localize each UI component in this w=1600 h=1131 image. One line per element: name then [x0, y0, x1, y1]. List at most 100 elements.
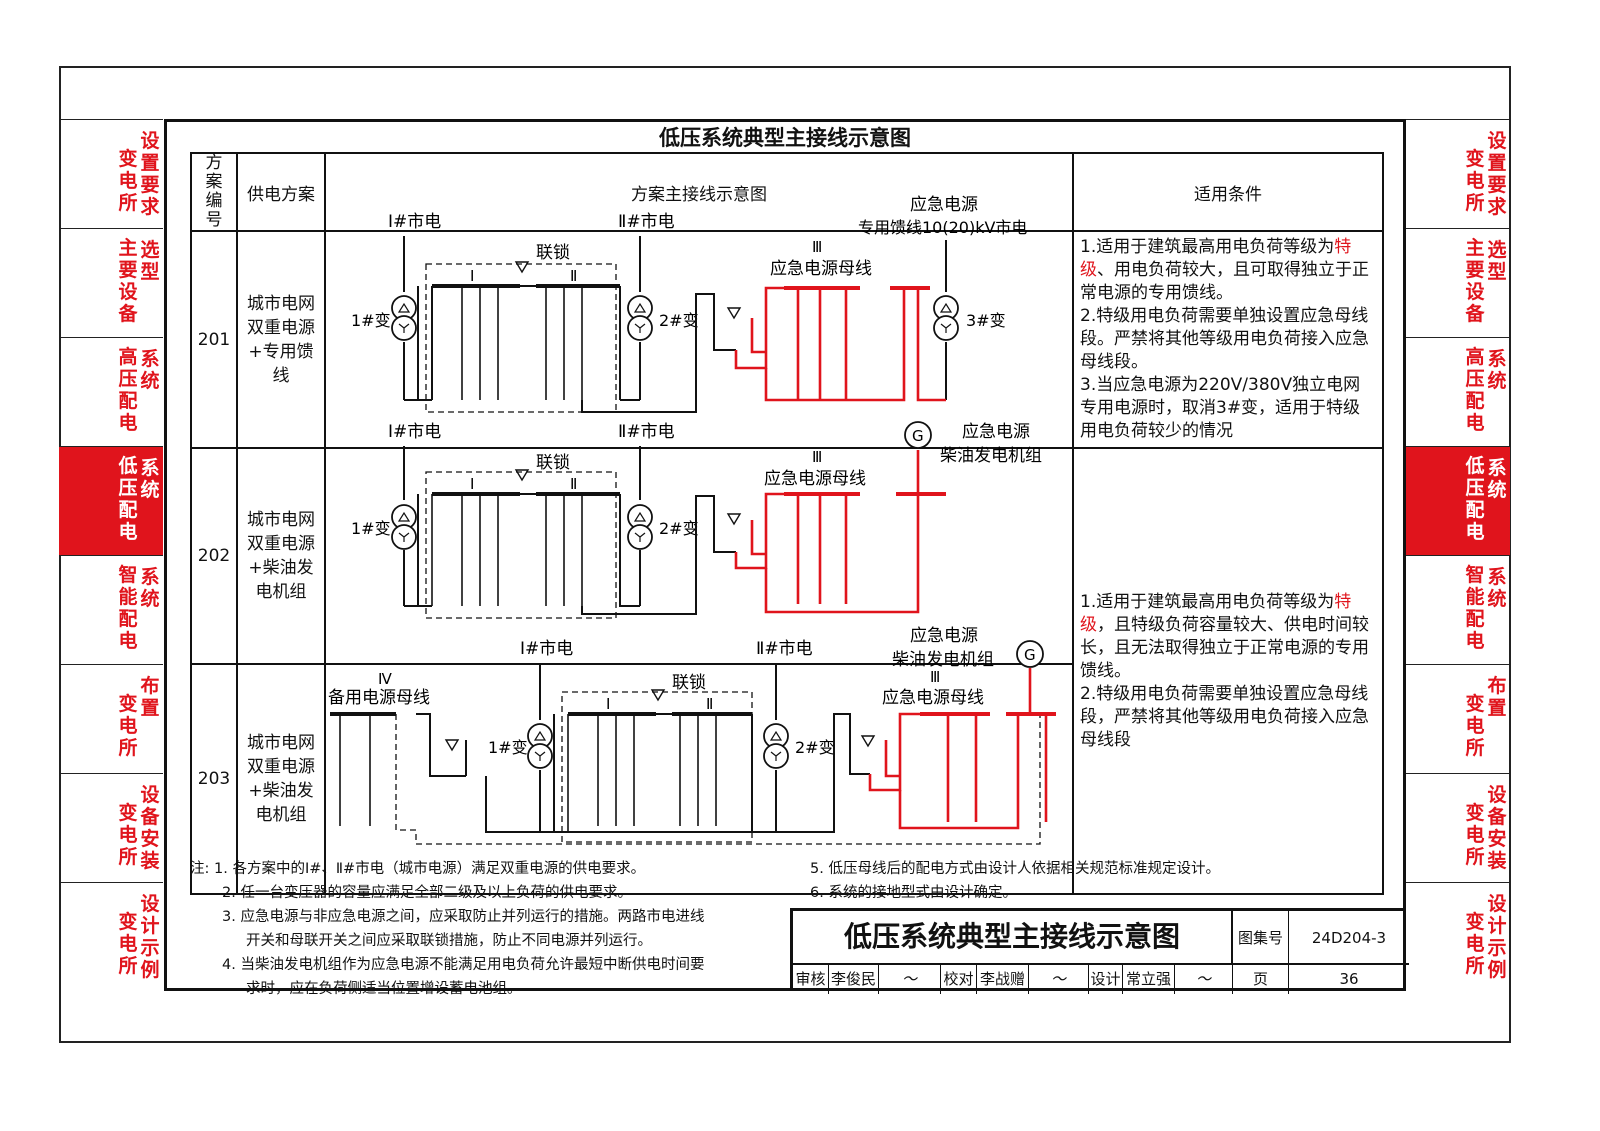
label-t2: 2#变: [659, 519, 699, 538]
transformer-icon: [391, 504, 417, 550]
label-city1: Ⅰ#市电: [388, 422, 441, 442]
side-tab[interactable]: 变电所设备安装: [1406, 773, 1510, 882]
side-tab-label: 设计示例: [1487, 893, 1507, 981]
side-tab[interactable]: 智能配电系统: [59, 555, 163, 664]
side-tab-label: 布置: [140, 675, 160, 719]
side-tab-label: 变电所: [118, 693, 138, 759]
label-gen: G: [912, 427, 924, 445]
label-bus1: Ⅰ: [470, 475, 474, 493]
review-label: 审核: [793, 965, 829, 994]
side-tab-label: 智能配电: [1465, 564, 1485, 652]
side-tab[interactable]: 低压配电系统: [1406, 446, 1510, 555]
side-tab[interactable]: 变电所设置要求: [1406, 119, 1510, 228]
transformer-icon: [627, 295, 653, 341]
label-emg-bus: 应急电源母线: [882, 688, 984, 708]
side-tab-label: 选型: [1487, 239, 1507, 283]
check-label: 校对: [941, 965, 977, 994]
side-tab-label: 设备安装: [1487, 784, 1507, 872]
side-tab[interactable]: 高压配电系统: [59, 337, 163, 446]
side-tab-label: 设置要求: [140, 130, 160, 218]
label-emg-bus: 应急电源母线: [770, 259, 872, 279]
side-tab[interactable]: 低压配电系统: [59, 446, 163, 555]
side-tab-label: 设计示例: [140, 893, 160, 981]
designer-signature: ～: [1175, 965, 1233, 994]
side-tab-label: 系统: [140, 457, 160, 501]
label-bus3: Ⅲ: [930, 668, 940, 686]
generator-icon: [1016, 640, 1044, 668]
label-bus2: Ⅱ: [570, 267, 577, 285]
page-label: 页: [1233, 965, 1289, 994]
label-t1: 1#变: [351, 519, 391, 538]
side-tab-label: 主要设备: [118, 237, 138, 325]
label-diesel: 柴油发电机组: [892, 650, 994, 670]
side-tab[interactable]: 主要设备选型: [1406, 228, 1510, 337]
label-emg-bus: 应急电源母线: [764, 469, 866, 489]
header-diagram: 方案主接线示意图: [324, 152, 1074, 232]
side-tab-label: 变电所: [1465, 148, 1485, 214]
page-number: 36: [1339, 970, 1359, 988]
side-tab-label: 变电所: [1465, 802, 1485, 868]
side-tab[interactable]: 智能配电系统: [1406, 555, 1510, 664]
row-supply: 城市电网双重电源+柴油发电机组: [236, 447, 326, 665]
transformer-icon: [527, 723, 553, 769]
transformer-icon: [627, 504, 653, 550]
label-bus2: Ⅱ: [706, 695, 713, 713]
side-tab[interactable]: 变电所设备安装: [59, 773, 163, 882]
side-tab-label: 设备安装: [140, 784, 160, 872]
header-conditions: 适用条件: [1072, 152, 1384, 232]
reviewer-name: 李俊民: [829, 965, 879, 994]
drawing-frame: [164, 119, 1406, 991]
label-bus1: Ⅰ: [606, 695, 610, 713]
page-title: 低压系统典型主接线示意图: [659, 126, 911, 150]
side-tab-label: 变电所: [118, 802, 138, 868]
label-interlock: 联锁: [672, 673, 706, 693]
label-t1: 1#变: [488, 738, 528, 757]
label-city2: Ⅱ#市电: [618, 422, 675, 442]
row-supply: 城市电网双重电源+专用馈线: [236, 230, 326, 449]
side-tab-label: 智能配电: [118, 564, 138, 652]
side-tab-label: 变电所: [1465, 693, 1485, 759]
side-tab-label: 设置要求: [1487, 130, 1507, 218]
header-supply: 供电方案: [236, 152, 326, 232]
notes-left: 注: 1. 各方案中的Ⅰ#、Ⅱ#市电（城市电源）满足双重电源的供电要求。 2. …: [190, 861, 705, 997]
side-tab[interactable]: 高压配电系统: [1406, 337, 1510, 446]
notes-right: 5. 低压母线后的配电方式由设计人依据相关规范标准规定设计。 6. 系统的接地型…: [810, 861, 1220, 901]
side-tab-label: 变电所: [1465, 911, 1485, 977]
checker-signature: ～: [1029, 965, 1089, 994]
diagram-202: Ⅰ#市电 1#变 Ⅰ 联锁 Ⅱ Ⅱ#市电 2#变: [351, 421, 1042, 619]
side-tab-label: 系统: [140, 566, 160, 610]
label-interlock: 联锁: [536, 453, 570, 473]
side-tab[interactable]: 变电所布置: [1406, 664, 1510, 773]
designer-name: 常立强: [1123, 965, 1175, 994]
label-diesel: 柴油发电机组: [940, 446, 1042, 466]
label-bus3: Ⅲ: [812, 448, 822, 466]
label-bus1: Ⅰ: [470, 267, 474, 285]
design-label: 设计: [1089, 965, 1123, 994]
label-gen: G: [1024, 646, 1036, 664]
checker-name: 李战赠: [977, 965, 1029, 994]
side-tab[interactable]: 变电所布置: [59, 664, 163, 773]
label-bus4: Ⅳ: [378, 670, 392, 688]
label-city2: Ⅱ#市电: [618, 212, 675, 232]
atlas-number: 24D204-3: [1289, 911, 1409, 965]
transformer-icon: [933, 295, 959, 341]
side-tab[interactable]: 变电所设计示例: [59, 882, 163, 991]
row-number: 203: [190, 663, 238, 895]
conditions-201: 1.适用于建筑最高用电负荷等级为特级、用电负荷较大，且可取得独立于正常电源的专用…: [1072, 230, 1384, 449]
label-backup-bus: 备用电源母线: [328, 688, 430, 708]
side-tab[interactable]: 变电所设置要求: [59, 119, 163, 228]
side-tab[interactable]: 变电所设计示例: [1406, 882, 1510, 991]
atlas-label: 图集号: [1233, 911, 1289, 965]
side-tab-label: 主要设备: [1465, 237, 1485, 325]
label-emg: 应急电源: [962, 422, 1030, 442]
side-tab-label: 变电所: [118, 148, 138, 214]
title-block: 低压系统典型主接线示意图 图集号 24D204-3 审核 李俊民 ～ 校对 李战…: [790, 908, 1409, 994]
side-tab-label: 低压配电: [1465, 455, 1485, 543]
table-row: 202 城市电网双重电源+柴油发电机组 1.适用于建筑最高用电负荷等级为特级，且…: [190, 447, 1384, 895]
label-emg: 应急电源: [910, 626, 978, 646]
side-tab[interactable]: 主要设备选型: [59, 228, 163, 337]
reviewer-signature: ～: [879, 965, 941, 994]
side-tab-label: 系统: [1487, 457, 1507, 501]
side-tab-label: 布置: [1487, 675, 1507, 719]
